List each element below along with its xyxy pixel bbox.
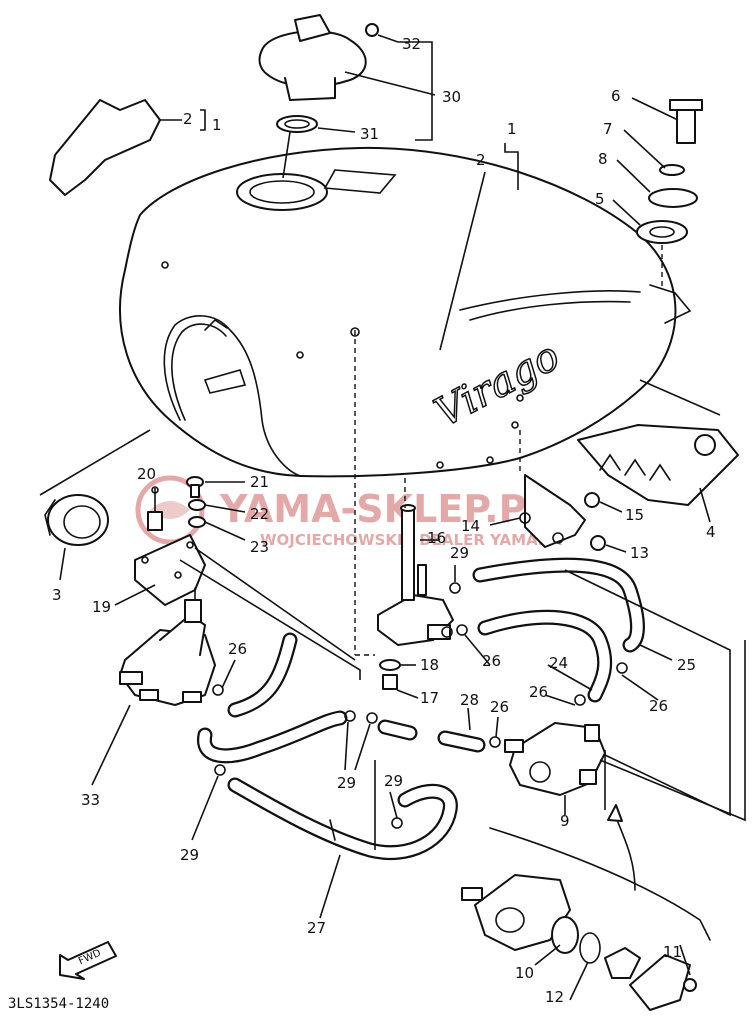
callout-10: 10 (515, 964, 534, 982)
callout-26: 26 (649, 697, 668, 715)
callout-19: 19 (92, 598, 111, 616)
callout-14: 14 (461, 517, 480, 535)
callout-22: 22 (250, 505, 269, 523)
callout-29: 29 (337, 774, 356, 792)
fuel-pump-9 (504, 569, 731, 817)
bracket-14 (489, 430, 627, 553)
callout-25: 25 (677, 656, 696, 674)
callout-29: 29 (450, 544, 469, 562)
callout-11: 11 (663, 943, 682, 961)
callout-2: 2 (183, 110, 193, 128)
bolts-20-23 (147, 476, 246, 541)
screw-32-icon (365, 23, 379, 37)
callout-24: 24 (549, 654, 568, 672)
callout-31: 31 (360, 125, 379, 143)
callout-32: 32 (402, 35, 421, 53)
drawing-code: 3LS1354-1240 (8, 996, 109, 1012)
callout-26: 26 (228, 640, 247, 658)
callout-16: 16 (427, 529, 446, 547)
callout-2: 2 (476, 151, 486, 169)
callout-23: 23 (250, 538, 269, 556)
callout-28: 28 (460, 691, 479, 709)
grommet-3 (39, 429, 151, 581)
callout-4: 4 (706, 523, 716, 541)
watermark: YAMA-SKLEP.PL WOJCIECHOWSKI - DEALER YAM… (135, 475, 562, 549)
callout-18: 18 (420, 656, 439, 674)
callout-27: 27 (307, 919, 326, 937)
callout-13: 13 (630, 544, 649, 562)
callout-6: 6 (611, 87, 621, 105)
callout-29: 29 (384, 772, 403, 790)
mounting-hardware (612, 97, 703, 290)
fwd-arrow-icon: FWD (59, 941, 117, 980)
callout-15: 15 (625, 506, 644, 524)
callout-21: 21 (250, 473, 269, 491)
callout-26: 26 (490, 698, 509, 716)
fuel-tank: Virago (119, 146, 692, 656)
fuel-pump-33 (91, 587, 216, 786)
callout-17: 17 (420, 689, 439, 707)
callout-30: 30 (442, 88, 461, 106)
callout-12: 12 (545, 988, 564, 1006)
emblem-gasket (49, 99, 161, 196)
callout-labels: 1 1 2 2 3 4 5 6 7 8 9 10 11 12 13 14 15 … (52, 35, 716, 1006)
callout-1: 1 (212, 116, 222, 134)
hose-clips (212, 582, 628, 829)
fuel-pump-internals (461, 804, 711, 1011)
fuel-hoses (197, 557, 645, 861)
fuel-cock-16 (377, 478, 454, 699)
callout-33: 33 (81, 791, 100, 809)
callout-9: 9 (560, 812, 570, 830)
callout-7: 7 (603, 120, 613, 138)
callout-26: 26 (482, 652, 501, 670)
callout-29: 29 (180, 846, 199, 864)
callout-26: 26 (529, 683, 548, 701)
fuel-cap-assembly (258, 14, 436, 179)
callout-3: 3 (52, 586, 62, 604)
guide-line-left (329, 819, 336, 841)
callout-5: 5 (595, 190, 605, 208)
bracket-4 (577, 379, 739, 523)
callout-8: 8 (598, 150, 608, 168)
gasket-31-icon (276, 115, 318, 133)
callout-20: 20 (137, 465, 156, 483)
callout-1: 1 (507, 120, 517, 138)
